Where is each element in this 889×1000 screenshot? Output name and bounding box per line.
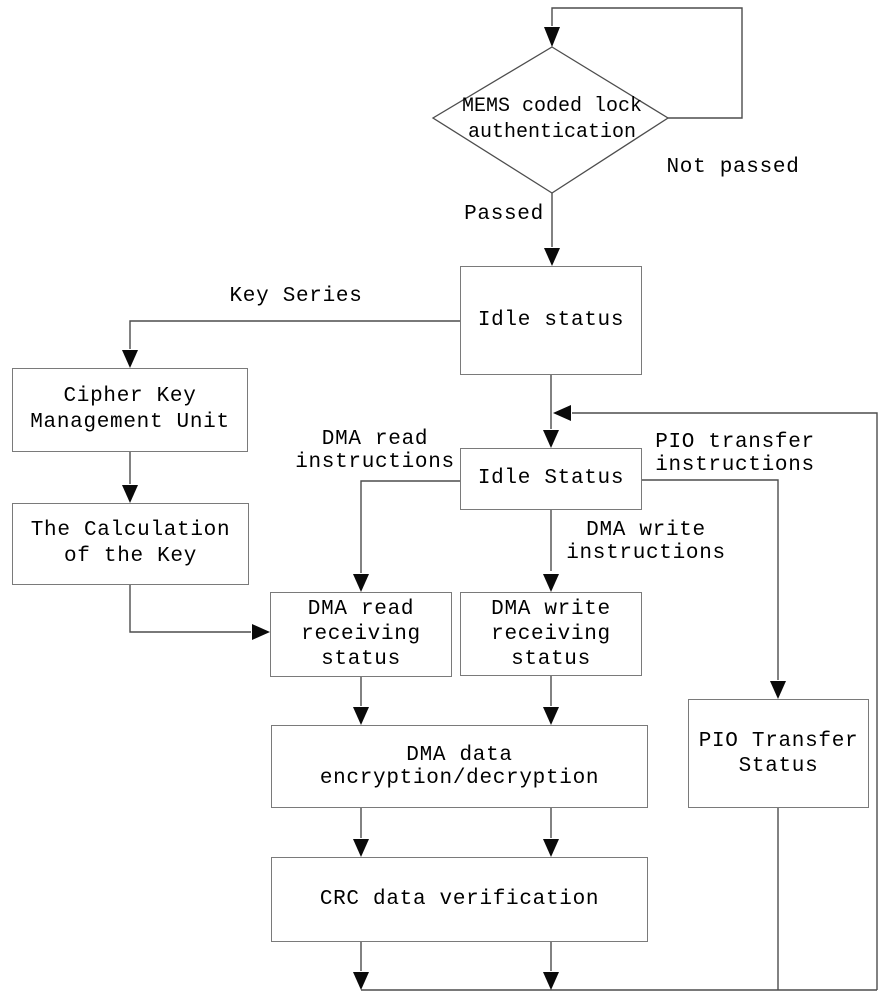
edge-feedback-bus: [572, 412, 878, 990]
edge-pio-branch: [642, 479, 779, 680]
node-idle-status-1: Idle status: [460, 266, 642, 375]
node-label-line: authentication: [467, 121, 637, 144]
edge-label-line: instructions: [295, 451, 455, 474]
edge-key-series: [129, 320, 460, 349]
node-label-line: of the Key: [63, 545, 198, 568]
arrowhead-feedback-left: [553, 405, 571, 421]
node-label-line: PIO Transfer: [698, 729, 859, 753]
node-crc-data-verification: CRC data verification: [271, 857, 648, 942]
edge-label-passed: Passed: [464, 203, 544, 226]
node-dma-write-receiving-status: DMA write receiving status: [460, 592, 642, 676]
edge-label-line: instructions: [566, 542, 726, 565]
node-label-line: receiving: [301, 623, 421, 646]
arrowhead-into-crc-right: [543, 839, 559, 857]
arrowhead-bottom-right: [543, 972, 559, 990]
node-label-line: encryption/decryption: [319, 766, 600, 790]
arrowhead-into-crypto-right: [543, 707, 559, 725]
edge-calc-to-dma-read: [129, 585, 251, 633]
node-label-line: Management Unit: [30, 411, 230, 434]
edge-label-line: DMA write: [586, 519, 706, 542]
arrowhead-into-pio: [770, 681, 786, 699]
edge-label-not-passed: Not passed: [666, 156, 800, 179]
node-cipher-key-management-unit: Cipher Key Management Unit: [12, 368, 248, 452]
node-key-calculation: The Calculation of the Key: [12, 503, 249, 585]
node-label-line: CRC data verification: [319, 887, 600, 911]
arrowhead-into-dma-read-left: [252, 624, 270, 640]
node-label-line: Idle Status: [477, 467, 625, 490]
arrowhead-into-dma-read-top: [353, 574, 369, 592]
edge-label-line: PIO transfer: [655, 431, 815, 454]
arrowhead-into-idle2: [543, 430, 559, 448]
node-label-line: status: [321, 648, 401, 671]
edge-label-line: instructions: [655, 454, 815, 477]
edge-label-key-series: Key Series: [229, 285, 363, 308]
node-label-line: DMA write: [491, 597, 611, 621]
arrowhead-into-crc-left: [353, 839, 369, 857]
node-auth-decision-label: MEMS coded lock authentication: [433, 94, 671, 146]
node-dma-data-encryption-decryption: DMA data encryption/decryption: [271, 725, 648, 808]
arrowhead-into-crypto-left: [353, 707, 369, 725]
node-label-line: MEMS coded lock: [461, 95, 643, 118]
node-label-line: The Calculation: [30, 519, 231, 542]
arrowhead-into-calc: [122, 485, 138, 503]
node-pio-transfer-status: PIO Transfer Status: [688, 699, 869, 808]
edge-label-dma-write-instructions: DMA write instructions: [546, 519, 746, 565]
node-label-line: Status: [738, 754, 819, 778]
flow-lines: [129, 7, 878, 991]
arrowhead-into-idle1: [544, 248, 560, 266]
node-idle-status-2: Idle Status: [460, 448, 642, 510]
node-label-line: DMA read: [307, 598, 415, 621]
arrowhead-into-diamond: [544, 27, 560, 47]
node-label-line: DMA data: [406, 743, 513, 767]
edge-label-pio-transfer-instructions: PIO transfer instructions: [635, 431, 835, 477]
auth-decision-diamond: [431, 46, 670, 194]
edge-not-passed-loop: [551, 7, 743, 119]
node-label-line: status: [511, 647, 591, 671]
edge-label-line: DMA read: [321, 428, 429, 451]
arrowheads: [122, 27, 786, 990]
arrowhead-into-ckmu: [122, 350, 138, 368]
edge-dma-read-branch: [360, 480, 460, 573]
arrowhead-bottom-left: [353, 972, 369, 990]
node-dma-read-receiving-status: DMA read receiving status: [270, 592, 452, 677]
arrowhead-into-dma-write-top: [543, 574, 559, 592]
node-label-line: Idle status: [477, 308, 625, 332]
node-label-line: Cipher Key: [63, 385, 197, 408]
edge-label-dma-read-instructions: DMA read instructions: [275, 428, 475, 474]
node-label-line: receiving: [491, 622, 611, 646]
